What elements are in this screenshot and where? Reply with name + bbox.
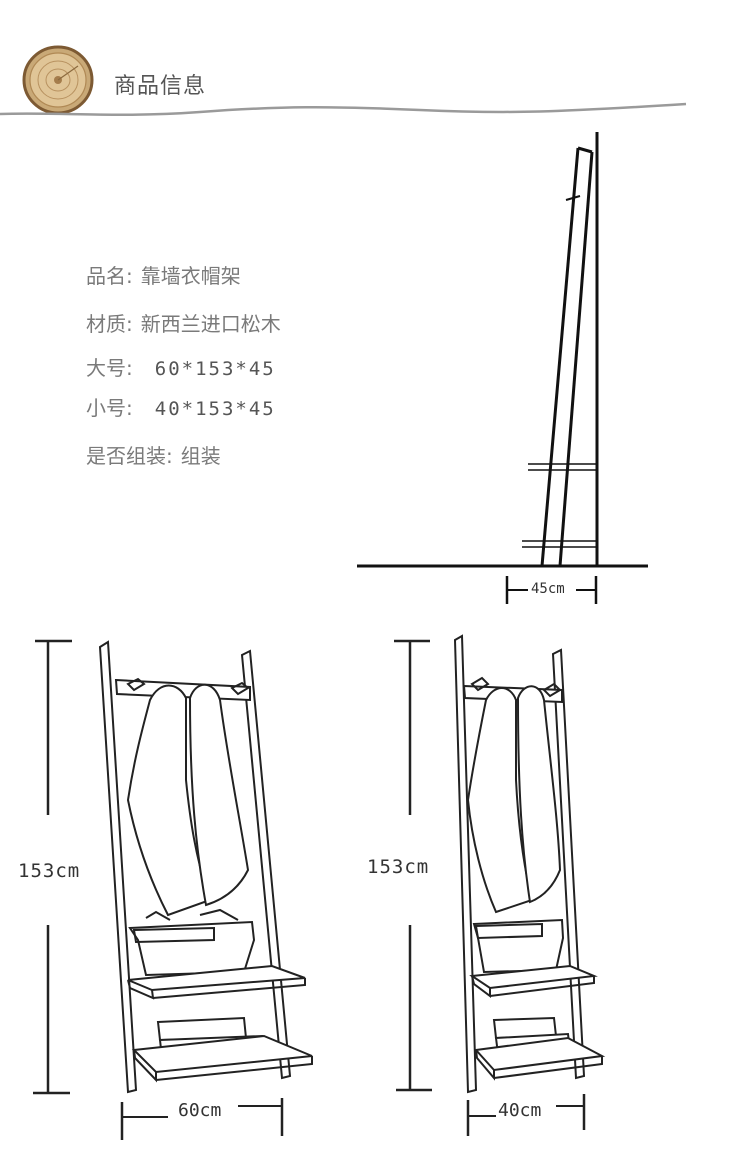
info-value: 组装	[180, 444, 221, 468]
side-view-drawing	[357, 132, 648, 604]
info-row-name: 品名: 靠墙衣帽架	[86, 260, 241, 289]
info-value: 60*153*45	[154, 358, 276, 380]
wood-slice-icon	[22, 45, 94, 115]
info-label: 材质:	[86, 312, 133, 336]
info-value: 40*153*45	[154, 398, 276, 420]
info-row-small-size: 小号: 40*153*45	[86, 392, 276, 421]
info-label: 大号:	[86, 356, 133, 380]
small-width-label: 40cm	[498, 1100, 542, 1121]
info-row-large-size: 大号: 60*153*45	[86, 352, 276, 381]
info-label: 是否组装:	[86, 444, 173, 468]
info-label: 小号:	[86, 396, 133, 420]
large-rack-drawing	[33, 639, 313, 1140]
info-row-material: 材质: 新西兰进口松木	[86, 308, 281, 337]
small-height-label: 153cm	[367, 856, 430, 878]
info-value: 新西兰进口松木	[140, 312, 281, 336]
depth-label: 45cm	[531, 581, 565, 597]
section-title: 商品信息	[114, 74, 207, 99]
info-label: 品名:	[86, 264, 133, 288]
large-height-label: 153cm	[18, 860, 81, 882]
large-width-label: 60cm	[178, 1100, 222, 1121]
header-divider	[0, 102, 687, 116]
small-rack-drawing	[394, 634, 606, 1136]
info-row-assembly: 是否组装: 组装	[86, 440, 221, 469]
info-value: 靠墙衣帽架	[140, 264, 241, 288]
